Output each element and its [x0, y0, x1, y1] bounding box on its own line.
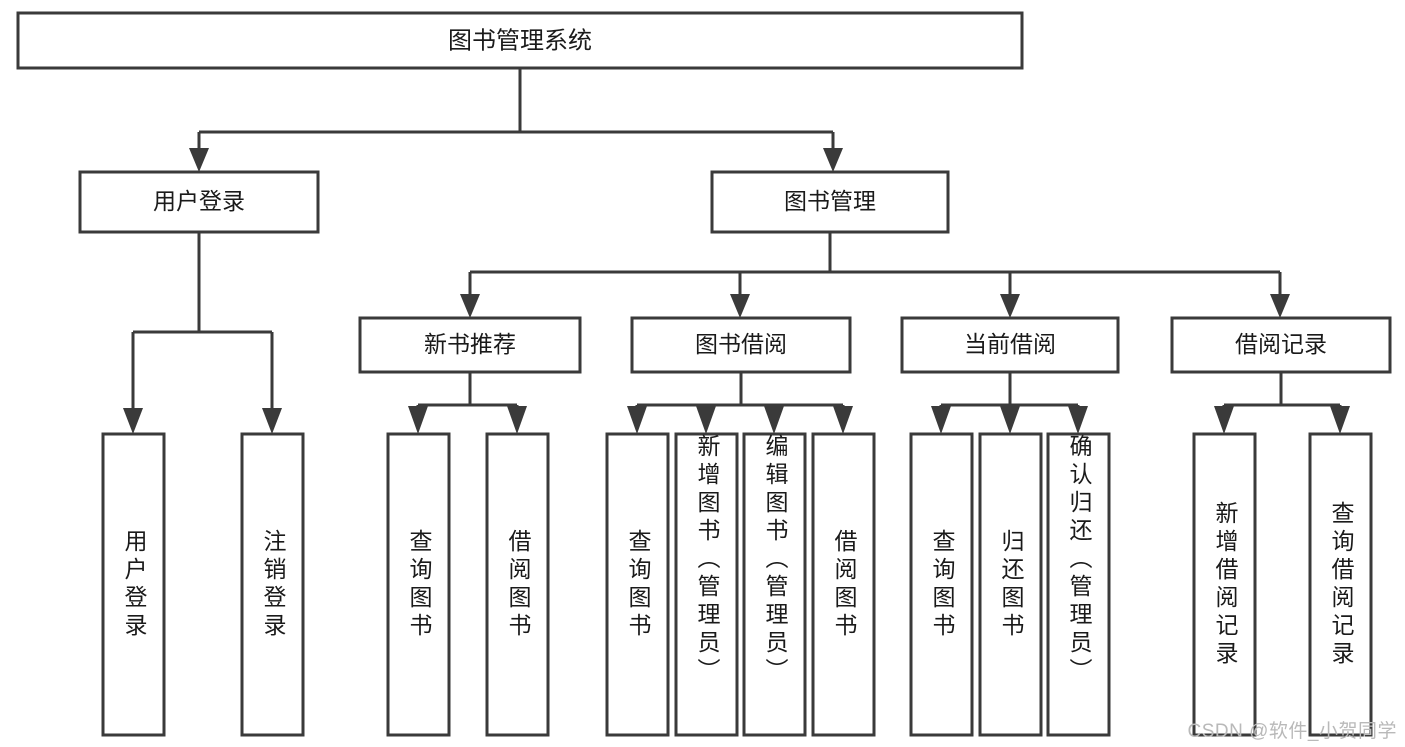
node-book-management[interactable]: 图书管理 [710, 170, 950, 234]
node-current-borrow[interactable]: 当前借阅 [900, 316, 1120, 374]
root-box[interactable] [16, 11, 1024, 70]
leaf-box-add-record[interactable] [1192, 432, 1257, 737]
connector-borrow-records-to-leaves [1214, 372, 1350, 434]
leaf-box-query-book-1[interactable] [386, 432, 451, 737]
node-user-login[interactable]: 用户登录 [78, 170, 320, 234]
node-borrow-records[interactable]: 借阅记录 [1170, 316, 1392, 374]
arrow-head-icon [1068, 406, 1088, 434]
connector-current-borrow-to-leaves [931, 372, 1088, 434]
node-book-borrow[interactable]: 图书借阅 [630, 316, 852, 374]
arrow-head-icon [1000, 406, 1020, 434]
book-borrow-label: 图书借阅 [695, 331, 787, 357]
leaf-box-logout[interactable] [240, 432, 305, 737]
leaf-box-add-book[interactable] [674, 432, 739, 737]
current-borrow-box[interactable] [900, 316, 1120, 374]
leaf-box-query-book-2[interactable] [605, 432, 670, 737]
watermark-text: CSDN @软件_小贺同学 [1187, 721, 1397, 742]
connector-user-login-to-leaves [123, 232, 282, 434]
user-login-box[interactable] [78, 170, 320, 234]
leaf-box-confirm-return[interactable] [1046, 432, 1111, 737]
arrow-head-icon [123, 408, 143, 434]
arrow-head-icon [823, 148, 843, 172]
arrow-head-icon [764, 406, 784, 434]
node-new-book-recommend[interactable]: 新书推荐 [358, 316, 582, 374]
arrow-head-icon [931, 406, 951, 434]
arrow-head-icon [262, 408, 282, 434]
arrow-head-icon [1330, 406, 1350, 434]
arrow-head-icon [696, 406, 716, 434]
leaf-box-borrow-book-1[interactable] [485, 432, 550, 737]
leaf-box-query-record[interactable] [1308, 432, 1373, 737]
connector-root-to-level2 [189, 68, 843, 172]
arrow-head-icon [833, 406, 853, 434]
connector-book-borrow-to-leaves [627, 372, 853, 434]
user-login-label: 用户登录 [153, 188, 245, 214]
arrow-head-icon [408, 406, 428, 434]
arrow-head-icon [1270, 294, 1290, 318]
arrow-head-icon [730, 294, 750, 318]
leaf-box-return-book[interactable] [978, 432, 1043, 737]
leaf-box-user-login[interactable] [101, 432, 166, 737]
current-borrow-label: 当前借阅 [964, 331, 1056, 357]
new-book-recommend-label: 新书推荐 [424, 331, 516, 357]
arrow-head-icon [627, 406, 647, 434]
connector-book-management-to-level3 [460, 232, 1290, 318]
leaf-box-borrow-book-2[interactable] [811, 432, 876, 737]
book-management-label: 图书管理 [784, 188, 876, 214]
arrow-head-icon [1000, 294, 1020, 318]
arrow-head-icon [507, 406, 527, 434]
new-book-recommend-box[interactable] [358, 316, 582, 374]
node-root[interactable]: 图书管理系统 [16, 11, 1024, 70]
root-label: 图书管理系统 [448, 27, 592, 54]
leaf-box-edit-book[interactable] [742, 432, 807, 737]
borrow-records-label: 借阅记录 [1235, 331, 1327, 357]
leaf-box-query-book-3[interactable] [909, 432, 974, 737]
arrow-head-icon [460, 294, 480, 318]
connector-new-book-recommend-to-leaves [408, 372, 527, 434]
arrow-head-icon [189, 148, 209, 172]
arrow-head-icon [1214, 406, 1234, 434]
